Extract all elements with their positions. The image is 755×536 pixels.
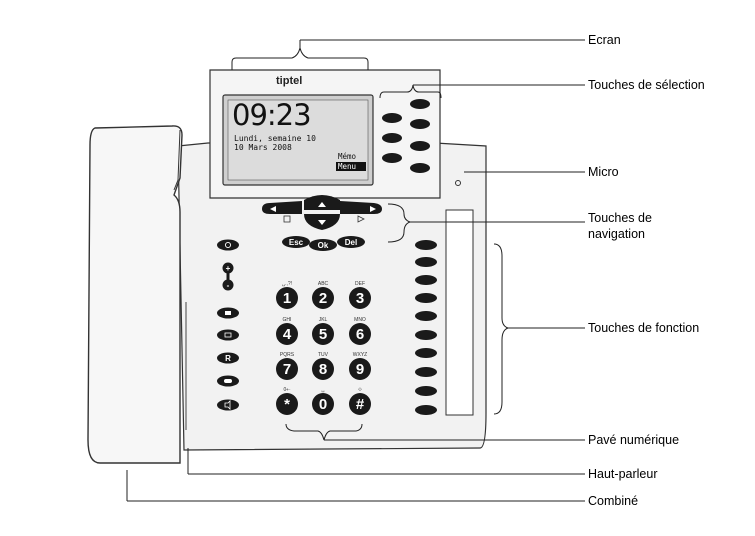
- keypad-key-label: 8: [319, 361, 327, 378]
- keypad-key[interactable]: [312, 323, 334, 345]
- keypad-key-label: 1: [283, 290, 291, 307]
- keypad-key-letters: GHI: [283, 317, 292, 323]
- label-strip: [445, 209, 474, 416]
- keypad-key-letters: PQRS: [280, 352, 295, 358]
- date-line-2: 10 Mars 2008: [234, 143, 292, 152]
- keypad-key-letters: ␣: [321, 387, 324, 393]
- keypad-key[interactable]: [349, 393, 371, 415]
- keypad-key-label: 6: [356, 326, 364, 343]
- r-key-label: R: [225, 354, 231, 363]
- keypad-key[interactable]: [276, 323, 298, 345]
- microphone: [455, 180, 461, 186]
- keypad-key[interactable]: [349, 323, 371, 345]
- keypad-key-letters: ABC: [318, 281, 329, 287]
- navigation-keys[interactable]: [262, 195, 382, 251]
- softkey-menu: Menu: [338, 162, 357, 171]
- keypad-key-label: #: [356, 396, 365, 413]
- keypad-key-label: 4: [283, 326, 292, 343]
- keypad-key-letters: ␣.,?!: [282, 281, 292, 287]
- right-function-keys[interactable]: [415, 240, 437, 415]
- selection-keys[interactable]: [382, 99, 430, 173]
- label-touches-fonction: Touches de fonction: [588, 321, 700, 335]
- del-key-label: Del: [345, 238, 357, 247]
- label-pave-numerique: Pavé numérique: [588, 433, 680, 447]
- handset: [87, 125, 183, 464]
- keypad-key-letters: DEF: [355, 281, 365, 287]
- keypad-key-label: 2: [319, 290, 327, 307]
- power-icon: [224, 241, 232, 249]
- handset-seam: [173, 129, 181, 191]
- keypad-key-letters: MNO: [354, 317, 366, 323]
- keypad-key[interactable]: [312, 358, 334, 380]
- keypad-key-label: 5: [319, 326, 327, 343]
- softkey-menu-highlight: [336, 162, 366, 171]
- ok-key-label: Ok: [318, 241, 329, 250]
- label-touches-navigation-2: navigation: [588, 227, 645, 241]
- left-function-keys[interactable]: [217, 239, 239, 411]
- keypad-key-letters: JKL: [319, 317, 328, 323]
- play-icon: [357, 215, 365, 223]
- label-combine: Combiné: [588, 494, 639, 508]
- volume-minus-label: -: [227, 281, 230, 290]
- date-line-1: Lundi, semaine 10: [234, 134, 316, 143]
- callout-lines: [126, 39, 585, 502]
- label-touches-selection: Touches de sélection: [588, 78, 705, 92]
- keypad-key-label: 7: [283, 361, 291, 378]
- keypad-key[interactable]: [312, 287, 334, 309]
- softkey-memo: Mémo: [338, 152, 357, 161]
- speaker-icon: [224, 400, 231, 410]
- keypad-key-label: *: [284, 396, 290, 413]
- keypad-key-label: 0: [319, 396, 327, 413]
- keypad-key[interactable]: [276, 358, 298, 380]
- keypad-key[interactable]: [312, 393, 334, 415]
- voicemail-icon: [225, 311, 231, 315]
- keypad-key[interactable]: [349, 358, 371, 380]
- numeric-keypad[interactable]: 1 ␣.,?! 2 ABC 3 DEF 4 GHI 5 JKL 6 MNO 7 PQRS 8 TUV 9 WXYZ…: [276, 281, 371, 415]
- label-haut-parleur: Haut-parleur: [588, 467, 658, 481]
- label-micro: Micro: [588, 165, 619, 179]
- keypad-key-letters: ⟐: [358, 387, 362, 393]
- keypad-key[interactable]: [276, 287, 298, 309]
- keypad-key[interactable]: [276, 393, 298, 415]
- keypad-key-label: 9: [356, 361, 364, 378]
- label-touches-navigation-1: Touches de: [588, 211, 652, 225]
- keypad-key-letters: TUV: [318, 352, 329, 358]
- clock-display: 09:23: [232, 98, 312, 132]
- envelope-icon: [224, 332, 232, 338]
- keypad-key[interactable]: [349, 287, 371, 309]
- brand-logo: tiptel: [276, 75, 303, 87]
- keypad-key-letters: 0⇠: [284, 387, 291, 393]
- keypad-key-letters: WXYZ: [353, 352, 367, 358]
- phonebook-icon: [283, 215, 291, 223]
- keypad-key-label: 3: [356, 290, 364, 307]
- esc-key-label: Esc: [289, 238, 304, 247]
- mute-icon: [224, 379, 232, 383]
- volume-rocker[interactable]: [222, 262, 234, 291]
- label-ecran: Ecran: [588, 33, 621, 47]
- volume-plus-label: +: [226, 264, 231, 273]
